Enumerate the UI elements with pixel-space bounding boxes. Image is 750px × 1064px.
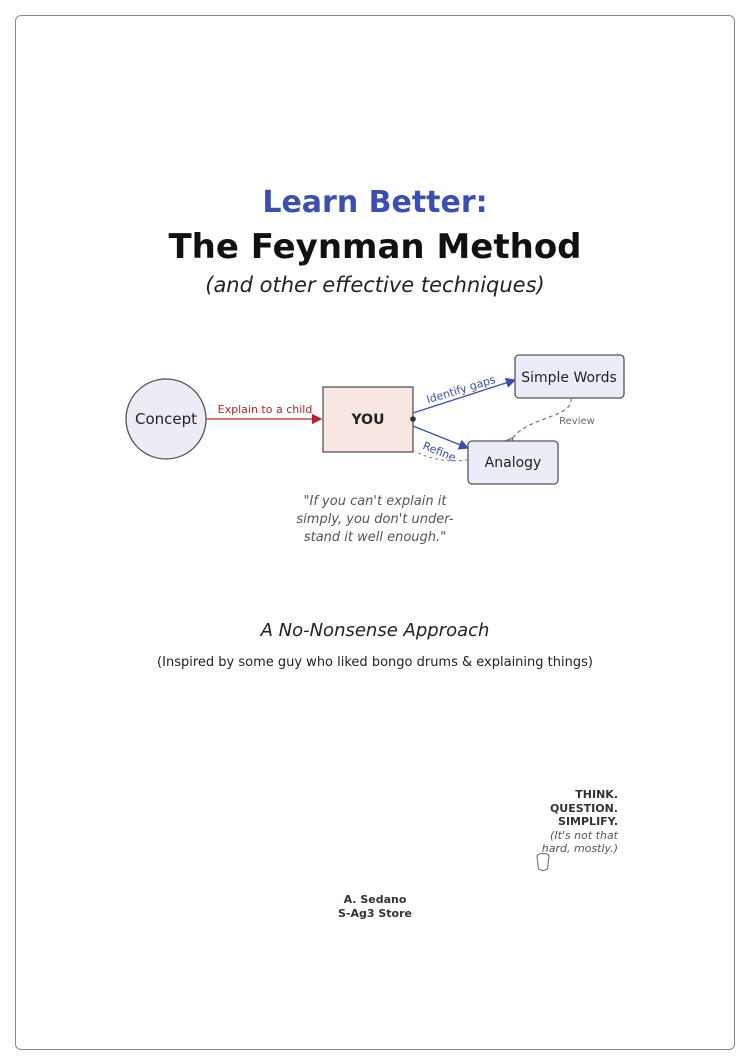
review-arrow <box>512 397 572 439</box>
analogy-label: Analogy <box>485 455 542 471</box>
motto-think: THINK. <box>575 788 618 801</box>
identify-arrow <box>412 377 517 414</box>
title-line-2: The Feynman Method <box>168 227 582 267</box>
refine-arrow <box>412 425 470 450</box>
refine-dashed-return <box>414 450 469 462</box>
you-anchor-dot <box>410 416 416 422</box>
motto-note-2: hard, mostly.) <box>541 842 618 855</box>
simple-words-node <box>514 354 625 399</box>
cup-icon <box>536 853 550 871</box>
author-name: A. Sedano <box>343 893 407 906</box>
title-subtitle: (and other effective techniques) <box>205 273 545 297</box>
author-block: A. Sedano S-Ag3 Store <box>0 893 750 921</box>
review-label: Review <box>559 416 595 427</box>
author-store: S-Ag3 Store <box>338 907 412 920</box>
inspired-note: (Inspired by some guy who liked bongo dr… <box>157 655 593 670</box>
refine-label: Refine <box>421 439 458 464</box>
you-label: YOU <box>351 412 385 428</box>
motto-simplify: SIMPLIFY. <box>558 815 618 828</box>
analogy-node <box>467 440 559 485</box>
quote-line-2: simply, you don't under- <box>296 512 454 527</box>
approach-heading: A No-Nonsense Approach <box>260 620 490 641</box>
motto-note-1: (It's not that <box>550 828 618 842</box>
quote-line-3: stand it well enough." <box>303 530 447 545</box>
motto-block: THINK. QUESTION. SIMPLIFY. (It's not tha… <box>542 788 618 856</box>
feynman-quote: "If you can't explain it simply, you don… <box>265 493 485 547</box>
page-border <box>15 15 735 1050</box>
quote-line-1: "If you can't explain it <box>303 494 447 509</box>
motto-question: QUESTION. <box>549 801 618 815</box>
simple-words-label: Simple Words <box>521 370 617 386</box>
explain-label: Explain to a child <box>218 403 313 416</box>
you-node <box>322 386 414 453</box>
concept-label: Concept <box>135 410 197 428</box>
title-line-1: Learn Better: <box>262 185 488 220</box>
